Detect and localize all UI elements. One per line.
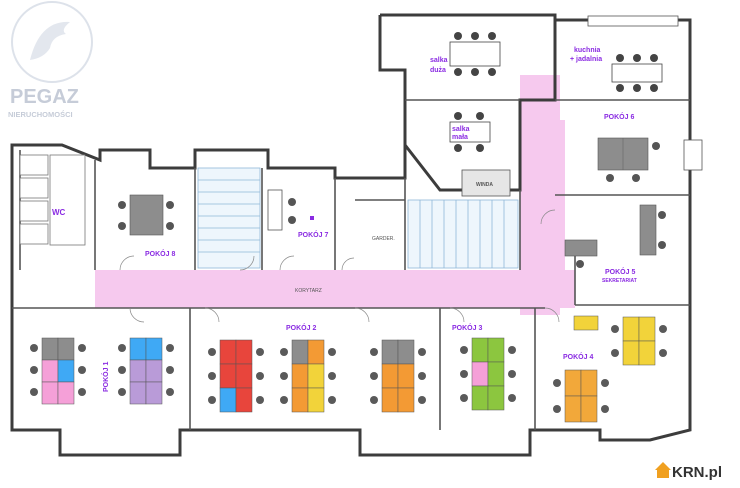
logo-ring: [11, 1, 93, 83]
kitchen-furniture: [587, 15, 679, 92]
salka-mala-table: [449, 112, 491, 152]
pegaz-logo: PEGAZ NIERUCHOMOŚCI: [8, 1, 93, 119]
room-label-salka-duza-1: salka: [430, 57, 448, 64]
brand-name: PEGAZ: [10, 86, 79, 108]
wc-fixtures: [19, 154, 86, 246]
room-label-pokoj8: POKÓJ 8: [145, 249, 175, 258]
pegasus-icon: [30, 21, 70, 60]
office-chairs: [30, 325, 667, 413]
staircase-right: [407, 199, 519, 269]
room-label-salka-mala-2: mała: [452, 134, 468, 141]
pokoj7-furniture: [267, 189, 314, 231]
pokoj3-desks: [471, 337, 505, 411]
doors: [119, 209, 560, 323]
elevator: WINDA: [461, 169, 511, 197]
room-label-pokoj2: POKÓJ 2: [286, 323, 316, 332]
brand-subtitle: NIERUCHOMOŚCI: [8, 110, 73, 119]
corridor: KORYTARZ: [95, 75, 575, 315]
room-label-pokoj6: POKÓJ 6: [604, 112, 634, 121]
krn-text: KRN.pl: [672, 464, 722, 481]
pokoj1-desks: [41, 337, 163, 405]
room-label-kuchnia-2: + jadalnia: [570, 56, 602, 63]
elevator-label: WINDA: [476, 182, 493, 188]
house-icon: [655, 462, 671, 478]
room-label-garderoba: GARDER.: [372, 236, 395, 242]
corridor-label: KORYTARZ: [295, 288, 322, 294]
pokoj5-furniture: [564, 204, 666, 268]
room-label-sekretariat: SEKRETARIAT: [602, 278, 637, 284]
room-label-pokoj3: POKÓJ 3: [452, 323, 482, 332]
pokoj2-desks: [219, 339, 415, 413]
room-label-kuchnia-1: kuchnia: [574, 47, 601, 54]
outer-walls: [10, 13, 692, 457]
room-label-salka-duza-2: duża: [430, 67, 446, 74]
room-label-pokoj1: POKÓJ 1: [101, 362, 110, 392]
pokoj6-desks: [597, 137, 703, 182]
room-label-pokoj4: POKÓJ 4: [563, 352, 593, 361]
pokoj8-desks: [118, 194, 174, 236]
pokoj4-desks: [564, 315, 656, 423]
room-label-salka-mala-1: salka: [452, 126, 470, 133]
room-label-wc: WC: [52, 208, 66, 217]
krn-watermark: KRN.pl: [655, 462, 722, 481]
staircase-left: [197, 167, 261, 269]
room-label-pokoj7: POKÓJ 7: [298, 230, 328, 239]
room-label-pokoj5: POKÓJ 5: [605, 267, 635, 276]
salka-duza-table: [449, 32, 501, 76]
